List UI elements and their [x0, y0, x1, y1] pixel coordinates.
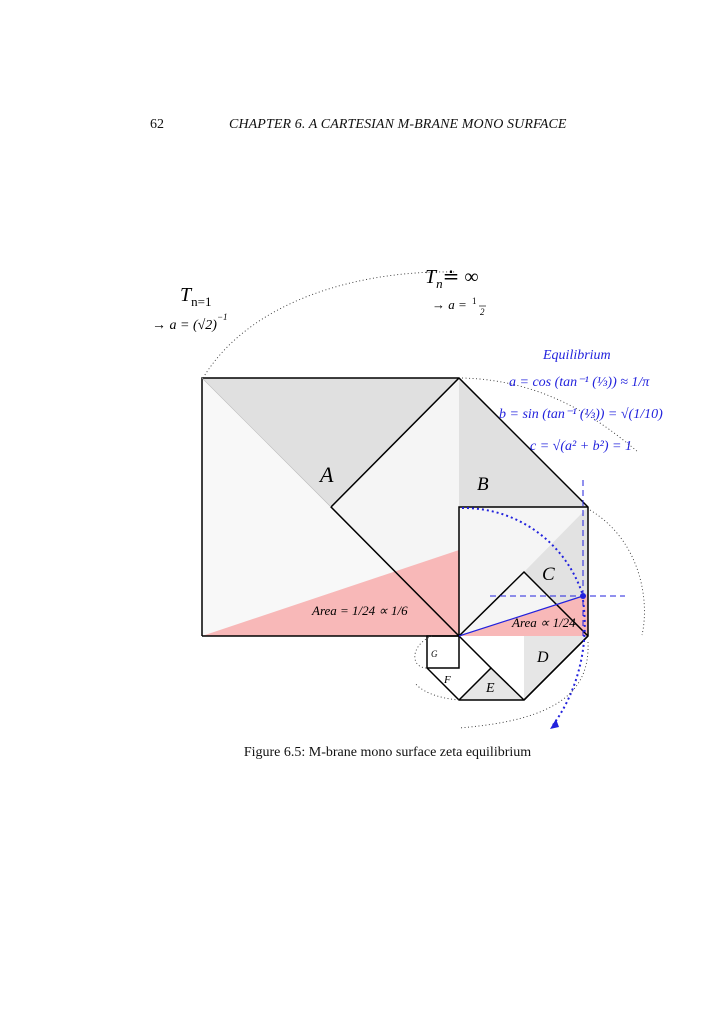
area-right-label: Area ∝ 1/24 [511, 615, 576, 630]
label-f: F [443, 674, 451, 686]
equilibrium-c: c = √(a² + b²) = 1 [530, 439, 632, 454]
page-number: 62 [150, 117, 164, 132]
tinf-arrow-a: → a = 1 [432, 296, 477, 312]
equilibrium-title: Equilibrium [542, 348, 611, 363]
label-e: E [485, 681, 495, 696]
label-d: D [536, 649, 549, 666]
t1-symbol: Tn=1 [180, 284, 211, 309]
equilibrium-b: b = sin (tan⁻¹ (⅓)) = √(1/10) [499, 407, 663, 422]
figure-caption: Figure 6.5: M-brane mono surface zeta eq… [243, 745, 532, 760]
tinf-symbol: Tn≐ ∞ [425, 266, 479, 291]
label-b: B [477, 474, 489, 495]
running-head: CHAPTER 6. A CARTESIAN M-BRANE MONO SURF… [229, 117, 567, 132]
dotted-arcs [202, 271, 645, 729]
equilibrium-construction [458, 480, 625, 726]
label-a: A [318, 462, 334, 487]
region-a-top [202, 378, 459, 507]
t1-arrow-a: → a = (√2)−1 [152, 312, 228, 333]
region-e [459, 668, 524, 700]
area-left-label: Area = 1/24 ∝ 1/6 [311, 603, 408, 618]
equilibrium-a: a = cos (tan⁻¹ (⅓)) ≈ 1/π [509, 375, 650, 390]
equilibrium-text: Equilibrium a = cos (tan⁻¹ (⅓)) ≈ 1/π b … [499, 348, 663, 454]
label-g: G [431, 649, 438, 659]
label-c: C [542, 564, 555, 585]
tinf-den: 2 [480, 307, 485, 317]
